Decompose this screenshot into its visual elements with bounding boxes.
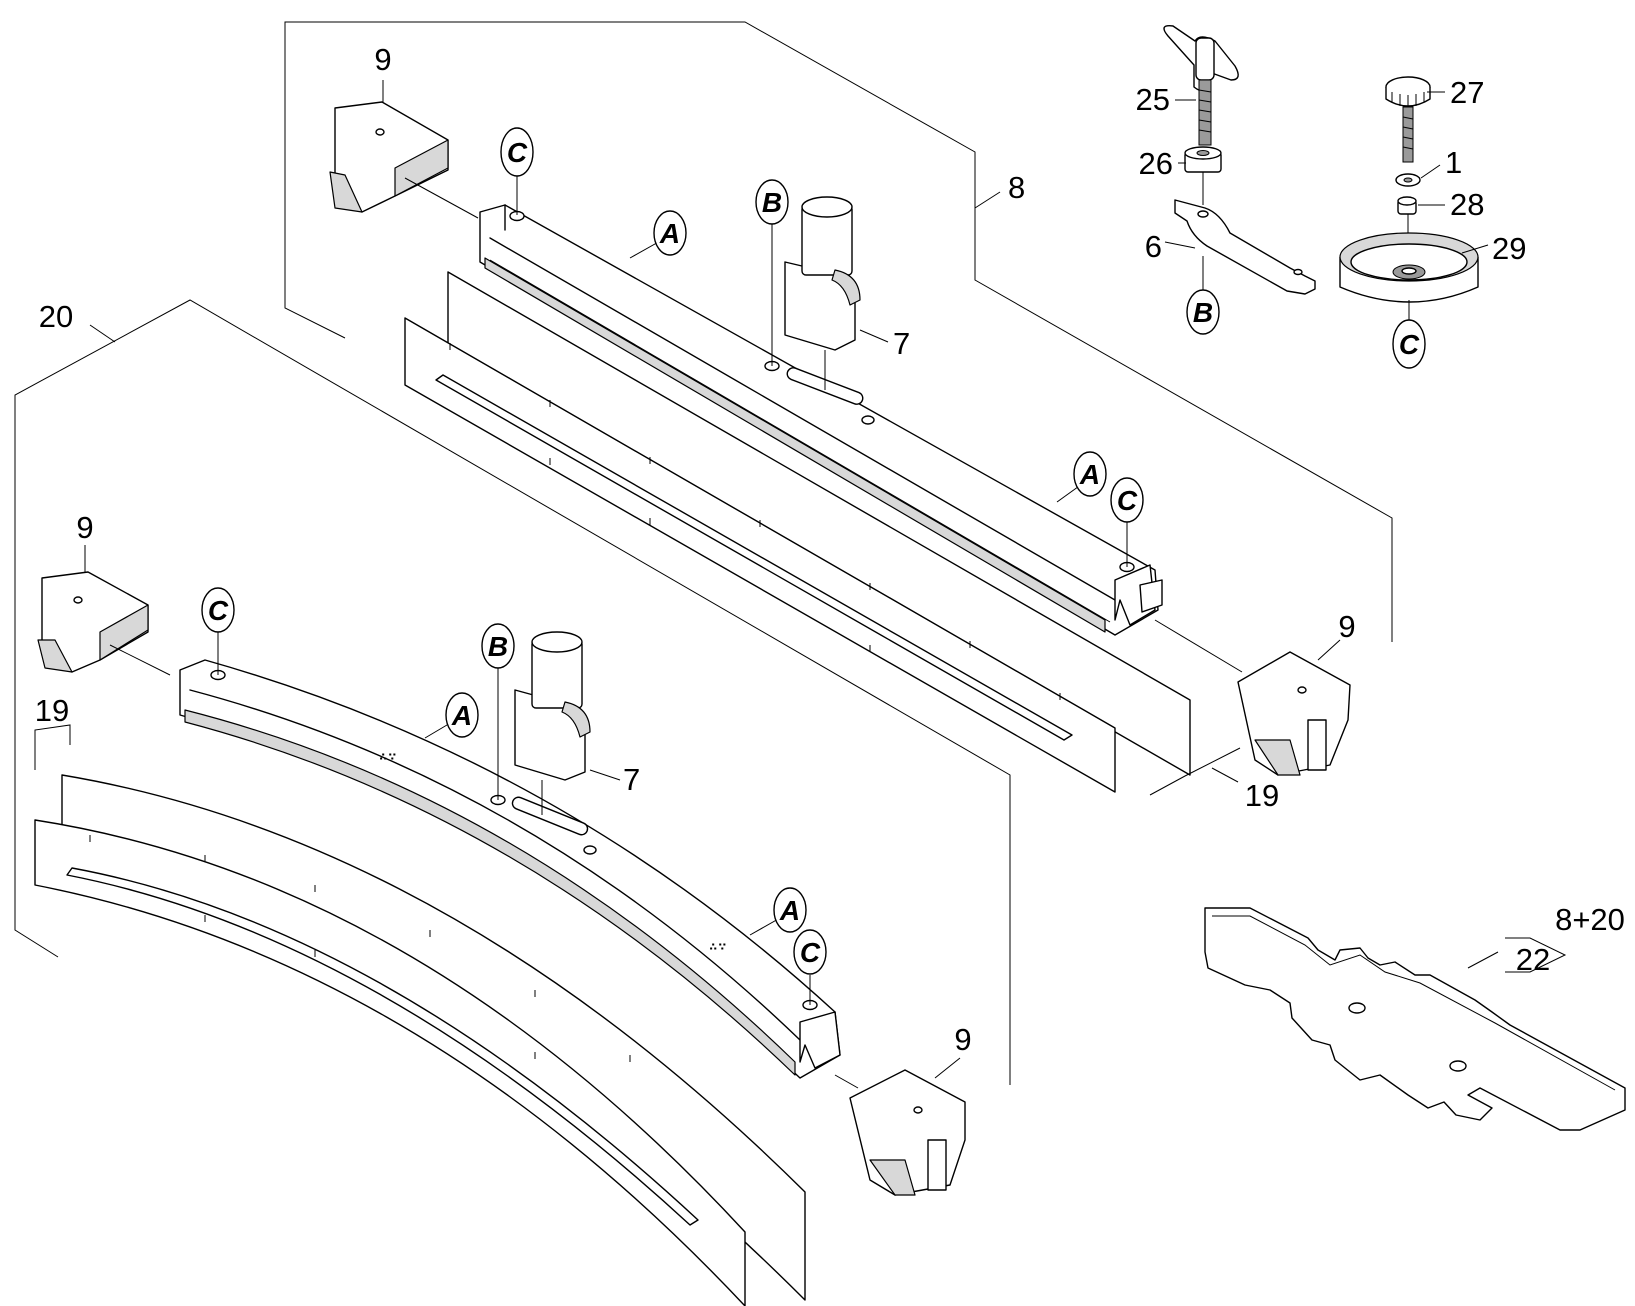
callout-28: 28 (1450, 187, 1484, 222)
group-8-bracket (284, 21, 1393, 642)
round-foot (1339, 232, 1479, 303)
end-cap-lower-left (37, 571, 171, 676)
connector-A-2: A (1073, 451, 1107, 497)
svg-text:∴ ∵: ∴ ∵ (710, 942, 726, 953)
wing-screw (1163, 25, 1239, 146)
svg-text:C: C (208, 595, 229, 626)
curved-panel-lower-front (34, 819, 746, 1306)
connector-A-1: A (653, 210, 687, 256)
svg-text:C: C (1399, 329, 1420, 360)
callout-7-upper: 7 (893, 326, 910, 361)
nozzle-fitting-lower (514, 631, 591, 815)
connector-B-3: B (481, 623, 515, 669)
small-sleeve (1397, 196, 1417, 215)
end-cap-lower-right (834, 1069, 966, 1196)
callout-26: 26 (1139, 146, 1173, 181)
svg-text:B: B (1193, 297, 1213, 328)
callout-6: 6 (1145, 229, 1162, 264)
svg-text:B: B (488, 631, 508, 662)
connector-A-3: A (445, 692, 479, 738)
end-cap-upper-right (1154, 619, 1351, 776)
callout-27: 27 (1450, 75, 1484, 110)
callout-19-lower: 19 (35, 693, 69, 728)
callout-20: 20 (39, 299, 73, 334)
svg-text:A: A (1079, 459, 1100, 490)
connector-C-5: C (793, 929, 827, 975)
connector-C-4: C (201, 587, 235, 633)
svg-text:A: A (779, 895, 800, 926)
callout-9-lower-right: 9 (954, 1022, 971, 1057)
connector-C-1: C (500, 127, 534, 177)
end-cap-upper-left (329, 101, 479, 219)
knob-screw (1385, 76, 1431, 163)
callout-9-lower-left: 9 (76, 510, 93, 545)
group-20-bracket (14, 299, 1011, 1085)
svg-text:A: A (659, 218, 680, 249)
svg-text:C: C (1117, 485, 1138, 516)
callout-9-upper-left: 9 (374, 42, 391, 77)
callout-7-lower: 7 (623, 762, 640, 797)
connector-C-2: C (1110, 477, 1144, 523)
svg-text:∴ ∵: ∴ ∵ (380, 752, 396, 763)
svg-text:C: C (800, 937, 821, 968)
flat-washer (1395, 173, 1421, 187)
spacer-washer (1184, 146, 1222, 173)
callout-1: 1 (1445, 145, 1462, 180)
svg-text:B: B (762, 187, 782, 218)
callout-19-upper: 19 (1245, 778, 1279, 813)
connector-C-3: C (1392, 319, 1426, 369)
gasket-plate (1204, 907, 1626, 1131)
callout-29: 29 (1492, 231, 1526, 266)
callout-9-upper-right: 9 (1338, 609, 1355, 644)
callout-22: 22 (1516, 942, 1550, 977)
svg-text:A: A (451, 700, 472, 731)
clamp-plate (1174, 199, 1316, 295)
connector-A-4: A (773, 887, 807, 933)
svg-text:C: C (507, 137, 528, 168)
connector-B-2: B (1186, 289, 1220, 335)
connector-B-1: B (755, 179, 789, 225)
callout-25: 25 (1136, 82, 1170, 117)
callout-8: 8 (1008, 170, 1025, 205)
nozzle-fitting-upper (784, 196, 861, 390)
callout-8-plus-20: 8+20 (1555, 902, 1625, 937)
long-panel-upper-rear (447, 271, 1191, 776)
